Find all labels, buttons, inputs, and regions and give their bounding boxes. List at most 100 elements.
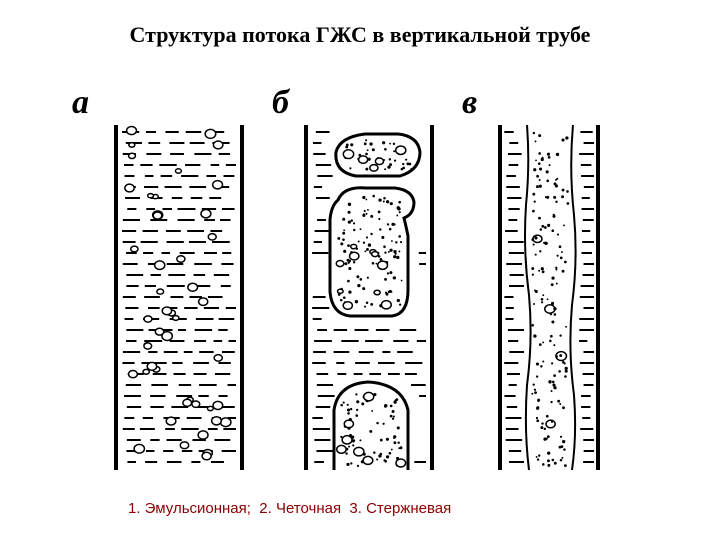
gas-dot (378, 198, 382, 202)
gas-dot (390, 448, 393, 451)
gas-dot (367, 157, 371, 161)
gas-dot (346, 408, 351, 412)
gas-dot (552, 383, 556, 387)
gas-dot (535, 455, 538, 458)
gas-dot (531, 238, 535, 242)
gas-dot (347, 202, 352, 206)
gas-dot (393, 441, 397, 445)
gas-dot (535, 185, 539, 189)
gas-dot (364, 250, 367, 253)
gas-dot (566, 202, 570, 205)
gas-dot (562, 406, 565, 410)
gas-dot (533, 302, 536, 305)
gas-bubble (128, 141, 136, 148)
gas-dot (533, 334, 537, 338)
gas-dot (542, 463, 545, 466)
gas-dot (361, 402, 365, 406)
gas-dot (558, 370, 561, 373)
gas-dot (555, 200, 558, 204)
gas-dot (365, 167, 369, 171)
gas-bubble (335, 259, 345, 268)
gas-dot (565, 136, 569, 140)
gas-dot (549, 339, 552, 343)
gas-dot (541, 156, 544, 159)
gas-dot (398, 250, 401, 253)
gas-dot (382, 141, 386, 145)
gas-dot (362, 287, 366, 291)
gas-dot (396, 206, 400, 210)
gas-dot (538, 269, 541, 272)
gas-dot (538, 184, 542, 188)
gas-dot (532, 243, 535, 246)
gas-bubble (125, 125, 138, 136)
panel-label-c: в (462, 84, 477, 121)
gas-dot (389, 202, 393, 206)
gas-bubble (336, 288, 344, 295)
gas-dot (392, 276, 396, 280)
gas-dot (355, 393, 358, 396)
gas-bubble (343, 419, 355, 429)
gas-bubble (161, 306, 173, 316)
gas-dot (391, 409, 395, 413)
gas-dot (354, 300, 359, 304)
gas-dot (551, 320, 555, 324)
gas-bubble (353, 446, 365, 457)
gas-dot (372, 194, 375, 198)
gas-bubble (348, 251, 360, 261)
gas-bubble (146, 361, 158, 371)
gas-dot (531, 324, 535, 327)
gas-bubble (156, 288, 165, 295)
gas-dot (561, 188, 565, 192)
gas-dot (342, 401, 345, 404)
gas-bubble (146, 192, 155, 199)
gas-dot (397, 441, 400, 444)
gas-dot (547, 156, 551, 159)
gas-dot (540, 157, 544, 162)
gas-dot (538, 216, 541, 220)
gas-dot (400, 279, 403, 282)
gas-dot (559, 458, 563, 462)
gas-dot (365, 236, 369, 239)
gas-dot (393, 159, 397, 162)
gas-dot (371, 148, 375, 152)
gas-dot (553, 313, 557, 316)
gas-dot (547, 459, 550, 463)
gas-bubble (357, 155, 369, 165)
gas-dot (390, 290, 393, 293)
gas-dot (348, 266, 352, 271)
gas-dot (365, 212, 368, 215)
gas-dot (531, 392, 534, 395)
gas-dot (352, 260, 356, 264)
gas-dot (350, 219, 354, 222)
gas-dot (346, 403, 349, 406)
gas-bubble (219, 417, 232, 428)
gas-dot (357, 240, 360, 243)
gas-dot (546, 179, 550, 183)
gas-dot (357, 283, 361, 288)
liquid-hatching-b (312, 131, 426, 463)
gas-dot (350, 143, 354, 147)
gas-dot (538, 454, 541, 457)
gas-dot (398, 200, 402, 204)
gas-dot (552, 214, 556, 218)
gas-dot (408, 162, 412, 166)
gas-dot (388, 165, 391, 168)
gas-dot (388, 227, 392, 231)
gas-bubble (212, 400, 224, 411)
gas-dot (533, 388, 537, 391)
gas-dot (406, 162, 410, 166)
gas-dot (345, 145, 349, 149)
gas-bubble (124, 183, 135, 193)
gas-dot (390, 240, 393, 242)
gas-dot (535, 416, 539, 420)
gas-dot (383, 197, 386, 200)
gas-dot (538, 343, 542, 346)
gas-bubble (174, 168, 183, 174)
gas-dot (349, 167, 352, 170)
gas-dot (384, 251, 387, 254)
gas-bubble (210, 416, 223, 426)
gas-dot (562, 440, 566, 444)
gas-bubble (394, 145, 407, 156)
gas-dot (534, 391, 537, 394)
gas-dot (385, 455, 390, 459)
